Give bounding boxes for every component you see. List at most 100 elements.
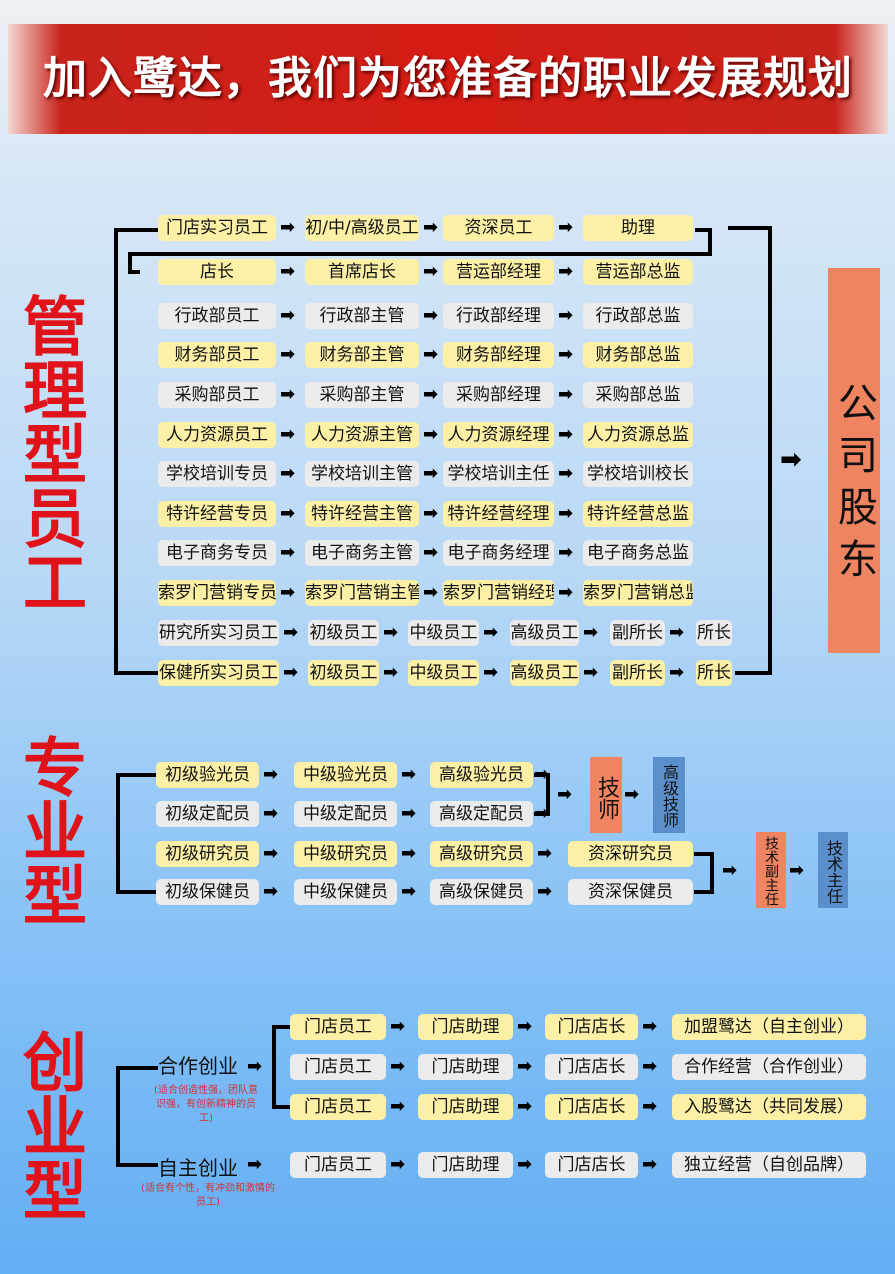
independent-label: 自主创业	[158, 1156, 238, 1180]
career-step-box: 资深保健员	[568, 879, 693, 905]
career-step-box: 所长	[696, 660, 732, 686]
deputy-tech-director-box: 技术副主任	[756, 832, 786, 908]
cooperative-note: (适合创造性强，团队意识强，有创新精神的员工)	[154, 1085, 258, 1124]
arrow-icon: ➡	[558, 217, 573, 238]
arrow-icon: ➡	[423, 463, 438, 484]
arrow-icon: ➡	[383, 662, 398, 683]
arrow-icon: ➡	[534, 803, 549, 824]
career-step-box: 副所长	[610, 620, 665, 646]
career-step-box: 门店实习员工	[158, 215, 276, 241]
career-step-box: 门店店长	[545, 1152, 638, 1178]
career-step-box: 保健所实习员工	[158, 660, 279, 686]
career-step-box: 行政部员工	[158, 303, 276, 329]
career-step-box: 研究所实习员工	[158, 620, 279, 646]
arrow-icon: ➡	[283, 622, 298, 643]
arrow-icon: ➡	[280, 463, 295, 484]
arrow-icon: ➡	[517, 1154, 532, 1175]
career-step-box: 学校培训校长	[583, 461, 693, 487]
career-step-box: 初级定配员	[156, 801, 259, 827]
career-step-box: 采购部员工	[158, 382, 276, 408]
career-step-box: 门店店长	[545, 1054, 638, 1080]
arrow-icon: ➡	[537, 881, 552, 902]
career-step-box: 采购部经理	[443, 382, 554, 408]
career-step-box: 营运部总监	[583, 259, 693, 285]
arrow-icon: ➡	[558, 261, 573, 282]
career-step-box: 加盟鹭达（自主创业）	[672, 1014, 866, 1040]
arrow-icon: ➡	[423, 344, 438, 365]
arrow-icon: ➡	[401, 843, 416, 864]
career-step-box: 店长	[158, 259, 276, 285]
career-step-box: 初级验光员	[156, 762, 259, 788]
career-step-box: 初/中/高级员工	[305, 215, 419, 241]
technician-box: 技师	[590, 757, 622, 833]
arrow-icon: ➡	[283, 662, 298, 683]
career-step-box: 所长	[696, 620, 732, 646]
arrow-icon: ➡	[401, 803, 416, 824]
career-step-box: 人力资源经理	[443, 422, 554, 448]
cooperative-label: 合作创业	[158, 1054, 238, 1078]
title-banner: 加入鹭达，我们为您准备的职业发展规划	[8, 24, 888, 134]
arrow-icon: ➡	[423, 261, 438, 282]
career-step-box: 中级研究员	[294, 841, 397, 867]
career-step-box: 特许经营总监	[583, 501, 693, 527]
arrow-icon: ➡	[423, 503, 438, 524]
career-step-box: 初级保健员	[156, 879, 259, 905]
career-step-box: 行政部主管	[305, 303, 419, 329]
arrow-icon: ➡	[390, 1154, 405, 1175]
arrow-icon: ➡	[669, 662, 684, 683]
career-step-box: 初级研究员	[156, 841, 259, 867]
career-step-box: 电子商务主管	[305, 540, 419, 566]
career-step-box: 合作经营（合作创业）	[672, 1054, 866, 1080]
career-step-box: 门店员工	[290, 1094, 386, 1120]
career-step-box: 门店助理	[418, 1094, 513, 1120]
section-management-title: 管理型员工	[12, 293, 86, 613]
arrow-icon: ➡	[280, 217, 295, 238]
arrow-icon: ➡	[247, 1154, 262, 1175]
career-step-box: 高级员工	[510, 620, 579, 646]
career-step-box: 高级员工	[510, 660, 579, 686]
career-step-box: 门店店长	[545, 1014, 638, 1040]
arrow-icon: ➡	[280, 344, 295, 365]
career-step-box: 门店助理	[418, 1152, 513, 1178]
section-entrepreneurial-title: 创业型	[12, 1029, 86, 1221]
arrow-icon: ➡	[280, 384, 295, 405]
arrow-icon: ➡	[483, 662, 498, 683]
arrow-icon: ➡	[280, 305, 295, 326]
career-step-box: 助理	[583, 215, 693, 241]
arrow-icon: ➡	[558, 503, 573, 524]
arrow-icon: ➡	[624, 784, 639, 805]
arrow-icon: ➡	[423, 305, 438, 326]
arrow-icon: ➡	[280, 261, 295, 282]
independent-note: (适合有个性，有冲劲和激情的员工)	[141, 1183, 275, 1208]
career-step-box: 采购部总监	[583, 382, 693, 408]
arrow-icon: ➡	[789, 860, 804, 881]
career-step-box: 特许经营主管	[305, 501, 419, 527]
arrow-icon: ➡	[423, 542, 438, 563]
arrow-icon: ➡	[642, 1056, 657, 1077]
career-step-box: 索罗门营销经理	[443, 580, 554, 606]
arrow-icon: ➡	[558, 305, 573, 326]
arrow-icon: ➡	[483, 622, 498, 643]
arrow-icon: ➡	[534, 764, 549, 785]
arrow-icon: ➡	[558, 384, 573, 405]
career-step-box: 中级员工	[408, 620, 479, 646]
career-step-box: 电子商务总监	[583, 540, 693, 566]
career-step-box: 初级员工	[308, 620, 379, 646]
arrow-icon: ➡	[390, 1096, 405, 1117]
arrow-icon: ➡	[401, 764, 416, 785]
career-step-box: 营运部经理	[443, 259, 554, 285]
arrow-icon: ➡	[642, 1154, 657, 1175]
career-step-box: 人力资源主管	[305, 422, 419, 448]
arrow-icon: ➡	[558, 344, 573, 365]
page-title: 加入鹭达，我们为您准备的职业发展规划	[43, 53, 853, 104]
arrow-icon: ➡	[423, 424, 438, 445]
career-step-box: 资深研究员	[568, 841, 693, 867]
arrow-icon: ➡	[517, 1056, 532, 1077]
career-step-box: 高级验光员	[430, 762, 533, 788]
arrow-icon: ➡	[517, 1096, 532, 1117]
career-step-box: 入股鹭达（共同发展）	[672, 1094, 866, 1120]
arrow-icon: ➡	[390, 1016, 405, 1037]
arrow-icon: ➡	[390, 1056, 405, 1077]
career-step-box: 中级员工	[408, 660, 479, 686]
